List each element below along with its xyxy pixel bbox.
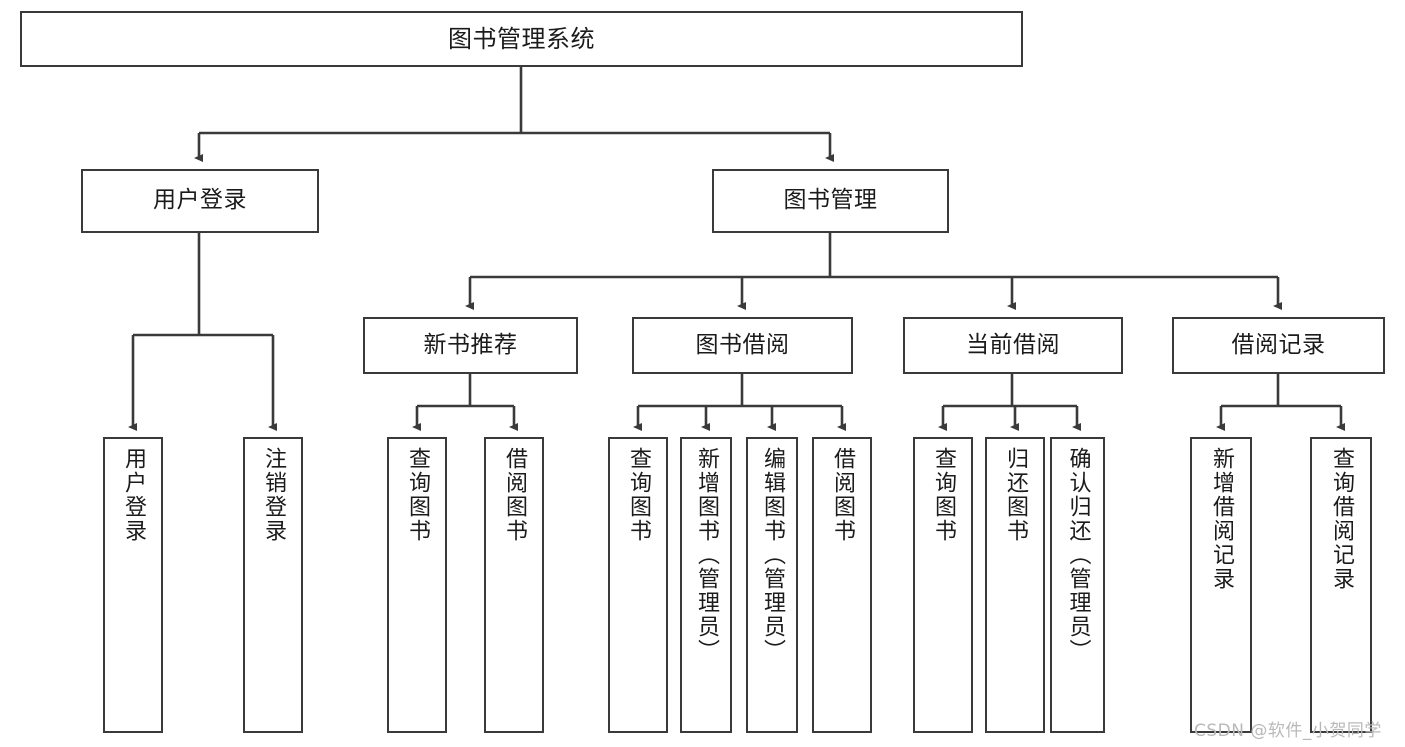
node-leaf-query-book-1[interactable]: 查询图书 [387, 437, 447, 733]
node-label: 新增图书（管理员） [694, 447, 719, 663]
node-leaf-add-borrow-record[interactable]: 新增借阅记录 [1190, 437, 1252, 733]
node-label: 图书借阅 [695, 331, 790, 358]
node-leaf-add-book-admin[interactable]: 新增图书（管理员） [680, 437, 732, 733]
node-leaf-borrow-book-1[interactable]: 借阅图书 [484, 437, 544, 733]
node-leaf-user-login[interactable]: 用户登录 [103, 437, 163, 733]
node-new-book-recommend[interactable]: 新书推荐 [363, 317, 578, 374]
node-label: 当前借阅 [966, 331, 1060, 358]
node-label: 编辑图书（管理员） [760, 447, 785, 663]
node-label: 图书管理系统 [448, 24, 595, 53]
node-label: 注销登录 [261, 447, 286, 543]
node-label: 查询借阅记录 [1329, 447, 1354, 591]
node-label: 图书管理 [783, 187, 878, 214]
node-leaf-borrow-book-2[interactable]: 借阅图书 [812, 437, 872, 733]
node-leaf-confirm-return-admin[interactable]: 确认归还（管理员） [1050, 437, 1105, 733]
node-leaf-query-borrow-record[interactable]: 查询借阅记录 [1310, 437, 1372, 733]
node-leaf-return-book[interactable]: 归还图书 [985, 437, 1045, 733]
node-label: 用户登录 [153, 187, 247, 214]
csdn-watermark: CSDN @软件_小贺同学 [1194, 721, 1382, 741]
node-current-borrow[interactable]: 当前借阅 [903, 317, 1123, 374]
node-leaf-query-book-3[interactable]: 查询图书 [913, 437, 973, 733]
node-book-borrow[interactable]: 图书借阅 [632, 317, 853, 374]
node-label: 归还图书 [1003, 447, 1028, 543]
node-label: 查询图书 [405, 447, 430, 543]
node-label: 新书推荐 [423, 331, 518, 358]
node-leaf-query-book-2[interactable]: 查询图书 [608, 437, 668, 733]
node-label: 借阅图书 [830, 447, 855, 543]
node-book-management[interactable]: 图书管理 [712, 169, 949, 233]
node-label: 查询图书 [931, 447, 956, 543]
node-borrow-record[interactable]: 借阅记录 [1172, 317, 1385, 374]
node-user-login[interactable]: 用户登录 [81, 169, 319, 233]
node-leaf-edit-book-admin[interactable]: 编辑图书（管理员） [746, 437, 798, 733]
node-label: 用户登录 [121, 447, 146, 543]
node-label: 新增借阅记录 [1209, 447, 1234, 591]
node-label: 借阅记录 [1231, 331, 1326, 358]
node-label: 借阅图书 [502, 447, 527, 543]
node-label: 确认归还（管理员） [1065, 447, 1091, 663]
node-book-management-system[interactable]: 图书管理系统 [20, 11, 1023, 67]
node-leaf-user-logout[interactable]: 注销登录 [243, 437, 303, 733]
node-label: 查询图书 [626, 447, 651, 543]
